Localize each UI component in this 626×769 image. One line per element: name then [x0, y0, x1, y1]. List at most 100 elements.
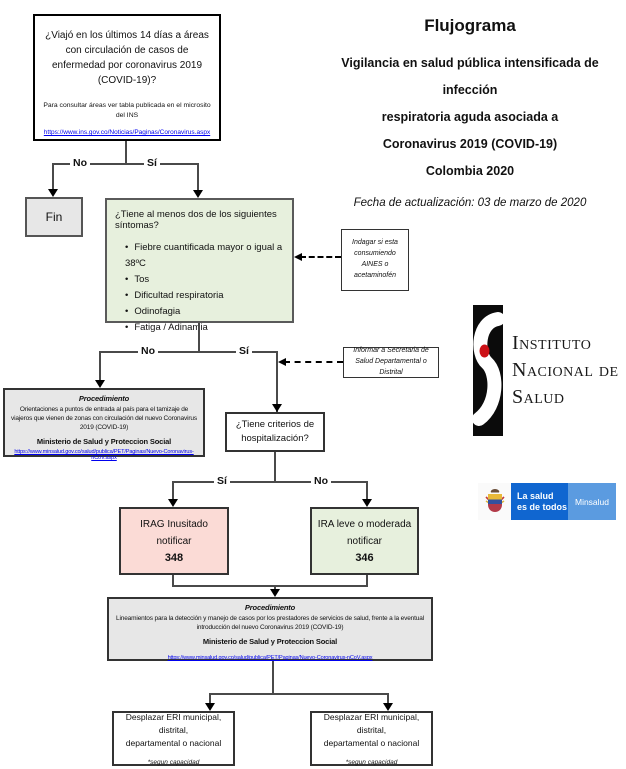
ins-text-line2: Nacional de [512, 359, 619, 381]
connector-q-down [125, 141, 127, 165]
minsalud-logo: La salud es de todos Minsalud [478, 483, 616, 520]
branch2-yes-label: Sí [236, 345, 252, 358]
subtitle-line-2: respiratoria aguda asociada a [381, 110, 559, 124]
procedure2-body: Lineamientos para la detección y manejo … [115, 615, 425, 632]
eri-right-line2: departamental o nacional [323, 738, 420, 748]
connector-branch3 [172, 481, 368, 483]
eri-left-line2: departamental o nacional [125, 738, 222, 748]
fin-label: Fin [45, 210, 63, 224]
procedure-entry-box: Procedimiento Orientaciones a puntos de … [3, 388, 205, 461]
arrowhead-to-hospital [272, 404, 282, 412]
connector-ira-down [366, 575, 368, 587]
arrowhead-to-eri-right [383, 703, 393, 711]
ira-code: 346 [355, 551, 374, 564]
ins-logo: Instituto Nacional de Salud [473, 305, 623, 436]
arrowhead-aines [294, 252, 302, 261]
symptoms-question: ¿Tiene al menos dos de los siguientes sí… [115, 209, 277, 231]
minsalud-brand: Minsalud [568, 483, 616, 520]
branch3-yes-label: Sí [214, 475, 230, 488]
eri-left-note: *segun capacidad [147, 759, 200, 766]
branch2-no-label: No [138, 345, 158, 358]
minsalud-slogan-line1: La salud [517, 490, 554, 501]
procedure1-ministry: Ministerio de Salud y Proteccion Social [36, 437, 172, 447]
minsalud-link-2[interactable]: https://www.minsalud.gov.co/salud/public… [167, 655, 373, 662]
arrowhead-to-symptoms [193, 190, 203, 198]
subtitle-line-1: Vigilancia en salud pública intensificad… [341, 56, 599, 97]
branch3-no-label: No [311, 475, 331, 488]
connector-procedure2-down [272, 661, 274, 694]
irag-code: 348 [164, 551, 184, 564]
note-secretaria: Informar a Secretaria de Salud Departame… [343, 347, 439, 378]
connector-to-eri-left [209, 693, 211, 705]
arrowhead-to-procedure2 [270, 589, 280, 597]
connector-branch-eri [209, 693, 389, 695]
connector-to-symptoms [197, 163, 199, 192]
arrowhead-to-eri-left [205, 703, 215, 711]
procedure1-body: Orientaciones a puntos de entrada al paí… [11, 406, 197, 432]
connector-branch1 [52, 163, 199, 165]
arrowhead-to-irag [168, 499, 178, 507]
connector-hospital-down [274, 452, 276, 482]
arrowhead-to-procedure1 [95, 380, 105, 388]
connector-irag-down [172, 575, 174, 587]
ins-text-line3: Salud [512, 386, 565, 408]
symptoms-list: Fiebre cuantificada mayor o igual a 38ºC… [115, 240, 284, 336]
fin-box: Fin [25, 197, 83, 237]
arrowhead-to-ira [362, 499, 372, 507]
ins-text-line1: Instituto [512, 332, 592, 354]
connector-to-procedure1 [99, 351, 101, 382]
procedure1-title: Procedimiento [78, 394, 130, 403]
travel-question-box: ¿Viajó en los últimos 14 días a áreas co… [33, 14, 221, 141]
connector-to-ira [366, 481, 368, 502]
ira-line2: notificar [346, 535, 382, 547]
arrowhead-secretaria [278, 357, 286, 366]
minsalud-slogan-line2: es de todos [517, 501, 568, 512]
ira-box: IRA leve o moderada notificar 346 [310, 507, 419, 575]
colombia-coat-of-arms-icon [478, 483, 511, 520]
procedure-detection-box: Procedimiento Lineamientos para la detec… [107, 597, 433, 661]
connector-branch2 [99, 351, 278, 353]
update-date: Fecha de actualización: 03 de marzo de 2… [353, 197, 587, 209]
connector-to-eri-right [387, 693, 389, 705]
connector-to-procedure2 [274, 585, 276, 592]
minsalud-link-1[interactable]: https://www.minsalud.gov.co/salud/public… [14, 449, 194, 462]
page-title: Flujograma [424, 16, 516, 35]
ins-microsite-link[interactable]: https://www.ins.gov.co/Noticias/Paginas/… [43, 129, 211, 137]
irag-line2: notificar [156, 535, 192, 547]
travel-question-note: Para consultar áreas ver tabla publicada… [43, 102, 211, 120]
connector-to-irag [172, 481, 174, 502]
eri-box-right: Desplazar ERI municipal, distrital, depa… [310, 711, 433, 766]
hospital-question-text: ¿Tiene criterios de hospitalización? [235, 418, 315, 444]
subtitle-line-4: Colombia 2020 [425, 164, 515, 178]
eri-box-left: Desplazar ERI municipal, distrital, depa… [112, 711, 235, 766]
symptom-item: Odinofagia [125, 304, 284, 320]
connector-symptoms-down [198, 323, 200, 352]
dashed-connector-aines [300, 256, 341, 258]
branch1-no-label: No [70, 157, 90, 170]
eri-left-line1: Desplazar ERI municipal, distrital, [125, 712, 222, 735]
note-secretaria-text: Informar a Secretaria de Salud Departame… [353, 347, 429, 376]
symptom-item: Fatiga / Adinamia [125, 320, 284, 336]
branch1-yes-label: Sí [144, 157, 160, 170]
minsalud-brand-text: Minsalud [574, 496, 610, 507]
travel-question-text: ¿Viajó en los últimos 14 días a áreas co… [45, 30, 209, 86]
minsalud-slogan: La salud es de todos [511, 483, 568, 520]
connector-to-fin [52, 163, 54, 191]
ins-logo-mark-icon [473, 305, 503, 436]
symptom-item: Dificultad respiratoria [125, 288, 284, 304]
ira-line1: IRA leve o moderada [317, 518, 412, 530]
irag-line1: IRAG Inusitado [140, 518, 208, 530]
connector-to-hospital [276, 351, 278, 412]
hospital-criteria-box: ¿Tiene criterios de hospitalización? [225, 412, 325, 452]
symptom-item: Tos [125, 272, 284, 288]
subtitle-line-3: Coronavirus 2019 (COVID-19) [382, 137, 558, 151]
procedure2-title: Procedimiento [244, 603, 296, 612]
dashed-connector-secretaria [284, 361, 343, 363]
title-block: Flujograma Vigilancia en salud pública i… [320, 16, 620, 209]
symptom-item: Fiebre cuantificada mayor o igual a 38ºC [125, 240, 284, 272]
eri-right-note: *segun capacidad [345, 759, 398, 766]
eri-right-line1: Desplazar ERI municipal, distrital, [323, 712, 420, 735]
connector-merge [172, 585, 368, 587]
symptoms-box: ¿Tiene al menos dos de los siguientes sí… [105, 198, 294, 333]
